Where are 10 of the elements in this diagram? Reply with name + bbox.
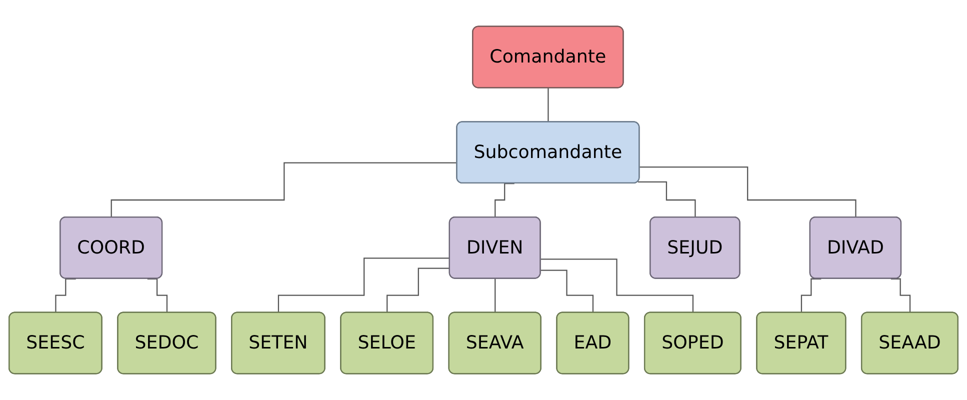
connector: [638, 181, 696, 218]
connector: [278, 258, 450, 314]
connector: [494, 182, 514, 218]
connector: [540, 258, 694, 314]
connector: [540, 270, 594, 314]
connector: [640, 166, 857, 218]
connector: [548, 88, 550, 123]
connector: [494, 278, 496, 314]
connector: [386, 268, 450, 314]
connector: [110, 162, 458, 218]
